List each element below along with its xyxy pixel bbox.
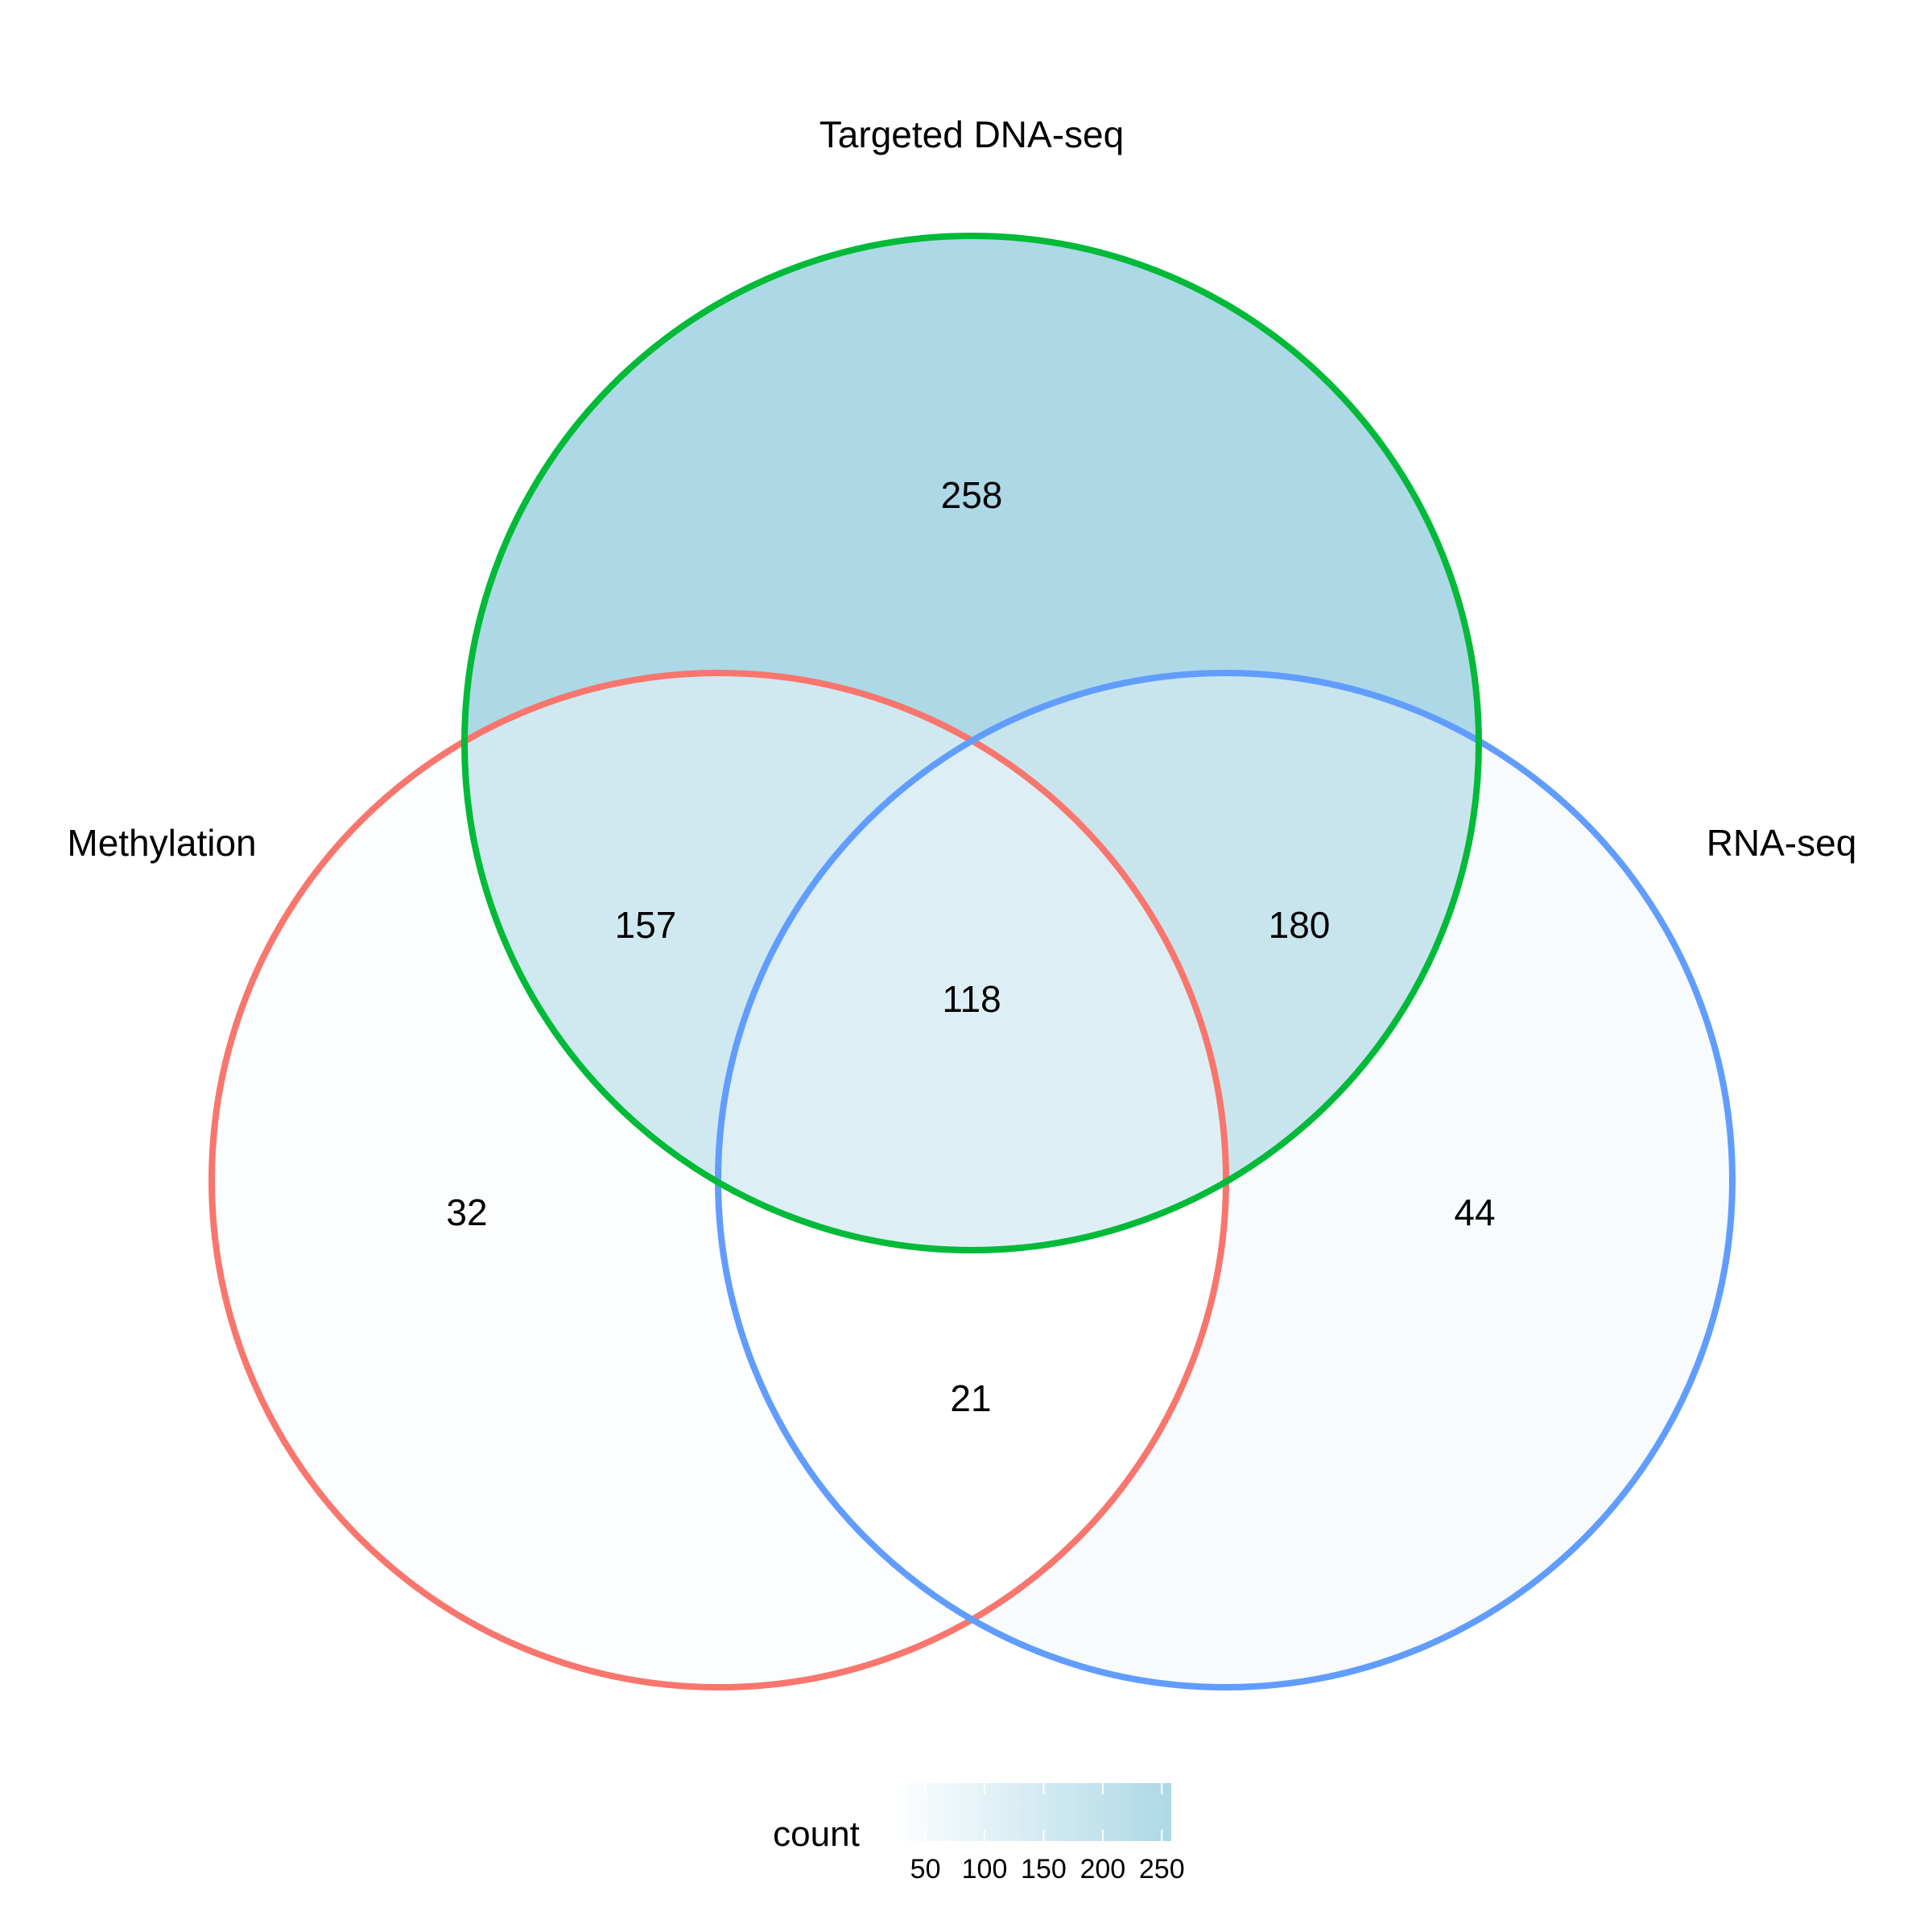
set-label-rna-seq: RNA-seq <box>1707 822 1857 864</box>
legend: count 50 100 150 200 250 <box>773 1783 1185 1885</box>
count-targeted-dna-seq-only: 258 <box>941 474 1003 516</box>
legend-tick-label: 150 <box>1021 1854 1067 1885</box>
count-methylation-targeted: 157 <box>615 904 677 946</box>
legend-colorbar <box>891 1783 1171 1841</box>
count-methylation-only: 32 <box>446 1191 487 1233</box>
region-fills <box>212 236 1732 1687</box>
count-rna-seq-only: 44 <box>1454 1191 1495 1233</box>
set-label-targeted-dna-seq: Targeted DNA-seq <box>819 114 1124 155</box>
legend-tick-label: 50 <box>910 1854 941 1885</box>
set-outlines <box>208 233 1736 1690</box>
count-targeted-rna: 180 <box>1269 904 1331 946</box>
count-all-three: 118 <box>942 978 1001 1020</box>
legend-ticks: 50 100 150 200 250 <box>910 1783 1185 1885</box>
count-methylation-rna: 21 <box>950 1377 991 1419</box>
targeted-dna-seq-circle <box>461 233 1482 1253</box>
legend-tick-label: 100 <box>962 1854 1008 1885</box>
set-label-methylation: Methylation <box>67 822 256 864</box>
legend-tick-label: 250 <box>1139 1854 1185 1885</box>
legend-tick-label: 200 <box>1080 1854 1125 1885</box>
legend-title: count <box>773 1814 860 1854</box>
